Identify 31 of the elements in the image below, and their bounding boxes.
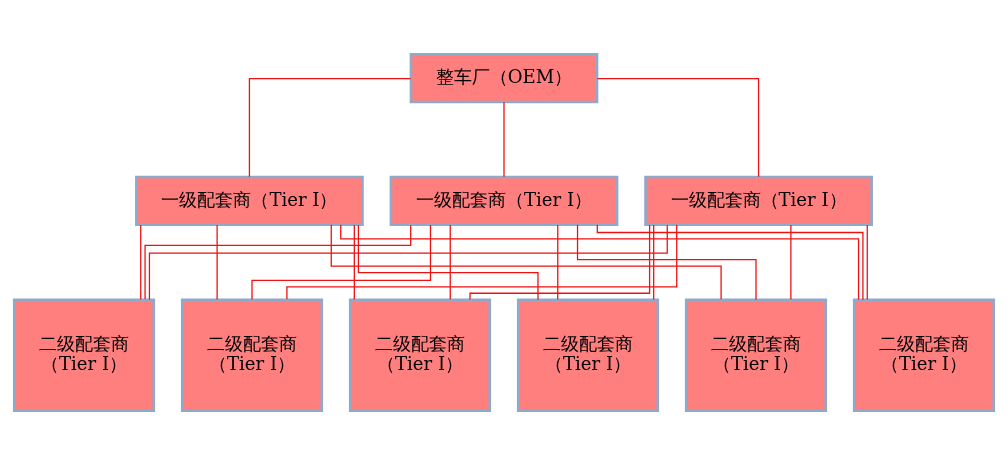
connector bbox=[144, 224, 412, 300]
node-box: 一级配套商（Tier Ⅰ） bbox=[135, 175, 364, 227]
connector bbox=[330, 224, 722, 300]
connector bbox=[557, 224, 559, 301]
node-box: 一级配套商（Tier Ⅰ） bbox=[389, 175, 619, 227]
node-box: 二级配套商 （Tier Ⅰ） bbox=[12, 298, 156, 413]
node-box: 二级配套商 （Tier Ⅰ） bbox=[684, 298, 828, 413]
connector bbox=[340, 224, 860, 301]
connector bbox=[353, 224, 355, 301]
connector bbox=[140, 224, 142, 301]
connector bbox=[357, 224, 539, 301]
connector bbox=[286, 224, 678, 300]
node-box: 二级配套商 （Tier Ⅰ） bbox=[852, 298, 996, 413]
node-box: 二级配套商 （Tier Ⅰ） bbox=[516, 298, 660, 413]
connector bbox=[251, 224, 432, 301]
connector bbox=[148, 224, 668, 301]
connector bbox=[503, 101, 505, 178]
node-box: 二级配套商 （Tier Ⅰ） bbox=[180, 298, 324, 413]
connector bbox=[596, 224, 864, 301]
connector bbox=[653, 224, 655, 301]
connector bbox=[449, 224, 451, 301]
connector bbox=[866, 224, 868, 301]
connector bbox=[576, 224, 757, 301]
connector bbox=[790, 224, 792, 301]
connector bbox=[248, 78, 412, 178]
connector bbox=[596, 78, 760, 178]
connector bbox=[469, 224, 651, 301]
node-box: 二级配套商 （Tier Ⅰ） bbox=[348, 298, 492, 413]
connector bbox=[216, 224, 218, 301]
node-box: 整车厂（OEM） bbox=[409, 52, 599, 104]
node-box: 一级配套商（Tier Ⅰ） bbox=[644, 175, 873, 227]
